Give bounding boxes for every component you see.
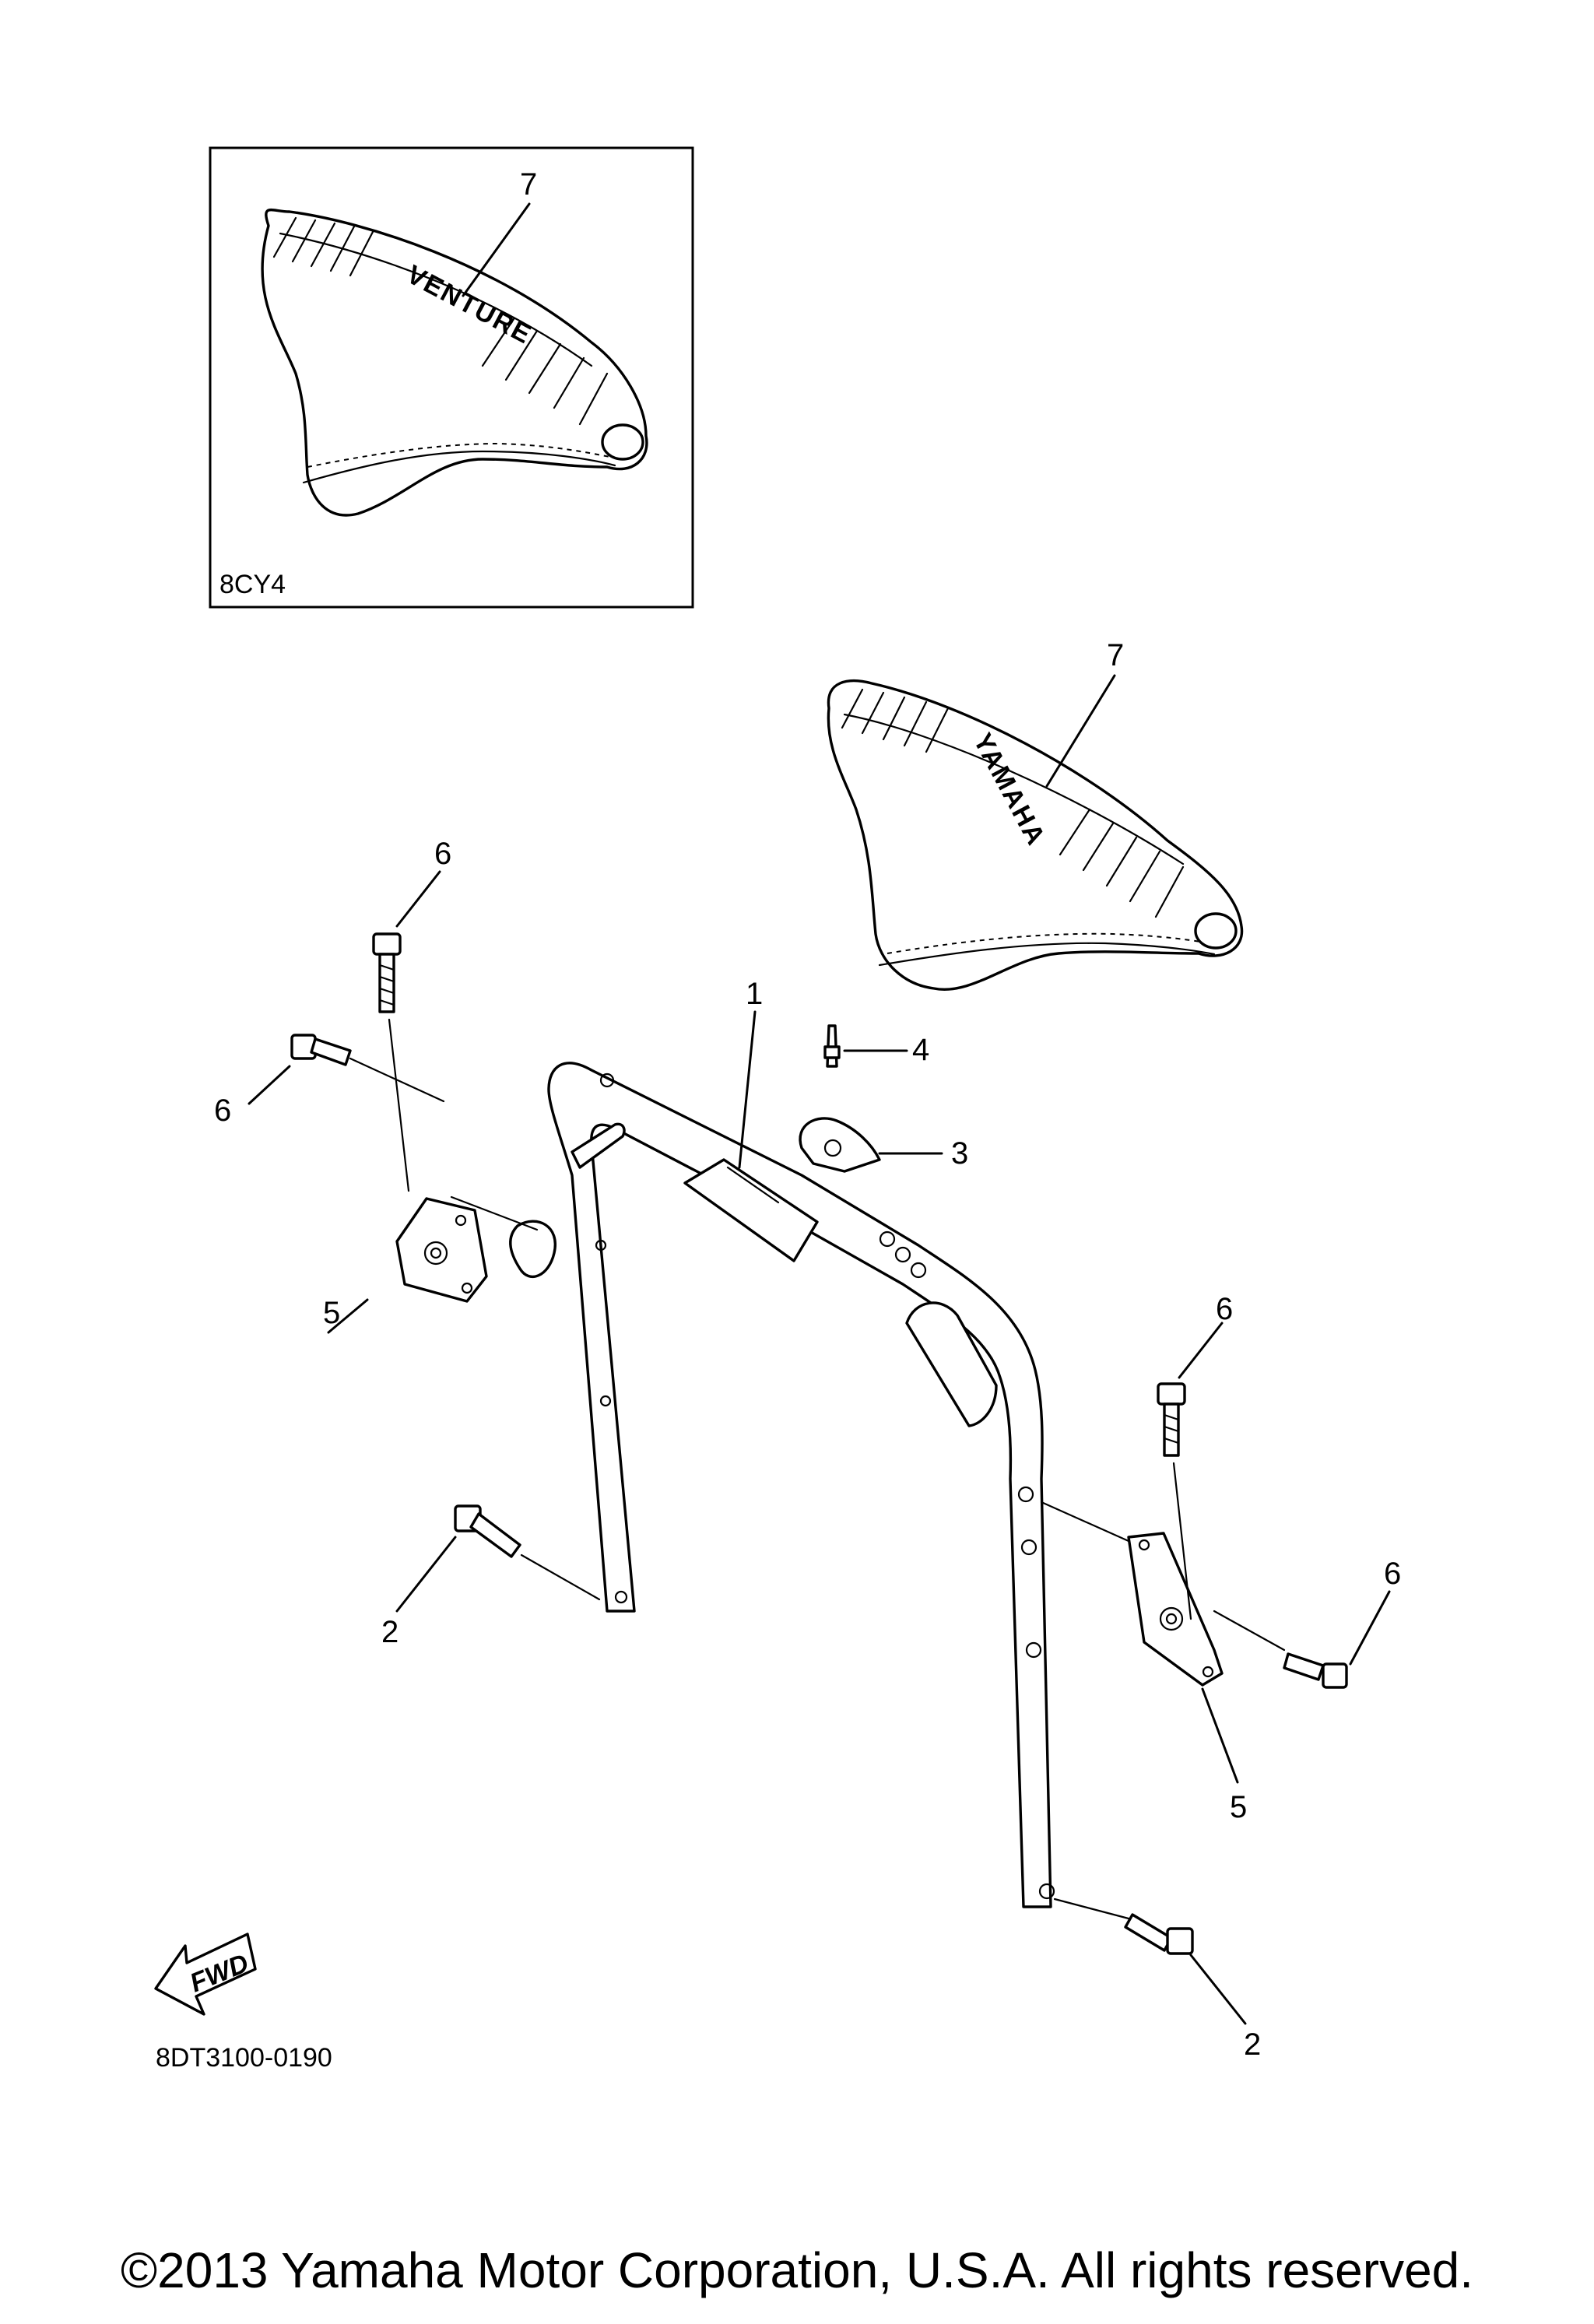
seat-cover-yamaha[interactable]: YAMAHA (827, 679, 1244, 991)
bracket-left[interactable] (395, 1197, 488, 1303)
callout-6-upper-left: 6 (434, 837, 451, 871)
bolt-6-left[interactable] (290, 1034, 352, 1066)
bracket-right[interactable] (1127, 1532, 1224, 1687)
figure-code: 8DT3100-0190 (156, 2043, 332, 2073)
callout-1: 1 (746, 977, 763, 1011)
callout-7-main: 7 (1107, 638, 1124, 672)
seat-cover-venture[interactable]: VENTURE (261, 208, 648, 517)
callout-6-right: 6 (1384, 1557, 1401, 1591)
callout-2-left: 2 (381, 1615, 398, 1649)
inset-panel: 8CY4 VENTURE 7 (209, 146, 694, 609)
clamp-3[interactable] (799, 1117, 881, 1173)
rivet-4[interactable] (823, 1024, 841, 1068)
bolt-6-upper-right[interactable] (1157, 1382, 1186, 1457)
fwd-arrow-icon: FWD (154, 1933, 257, 2016)
inset-code-label: 8CY4 (219, 570, 286, 599)
bolt-2-right[interactable] (1124, 1913, 1194, 1955)
bolt-6-upper-left[interactable] (372, 932, 402, 1013)
callout-6-left: 6 (214, 1094, 231, 1128)
hand-pole[interactable] (547, 1062, 1055, 1908)
d-ring[interactable] (509, 1220, 556, 1278)
callout-2-right: 2 (1244, 2027, 1261, 2062)
bolt-2-left[interactable] (454, 1504, 521, 1558)
bolt-6-right[interactable] (1283, 1652, 1348, 1689)
callout-5-right: 5 (1230, 1790, 1247, 1824)
copyright-text: ©2013 Yamaha Motor Corporation, U.S.A. A… (120, 2242, 1474, 2298)
callout-7-inset: 7 (520, 167, 537, 202)
callout-6-upper-right: 6 (1216, 1292, 1233, 1326)
callout-4: 4 (912, 1033, 929, 1067)
callout-5-left: 5 (323, 1296, 340, 1330)
callout-3: 3 (951, 1136, 968, 1171)
